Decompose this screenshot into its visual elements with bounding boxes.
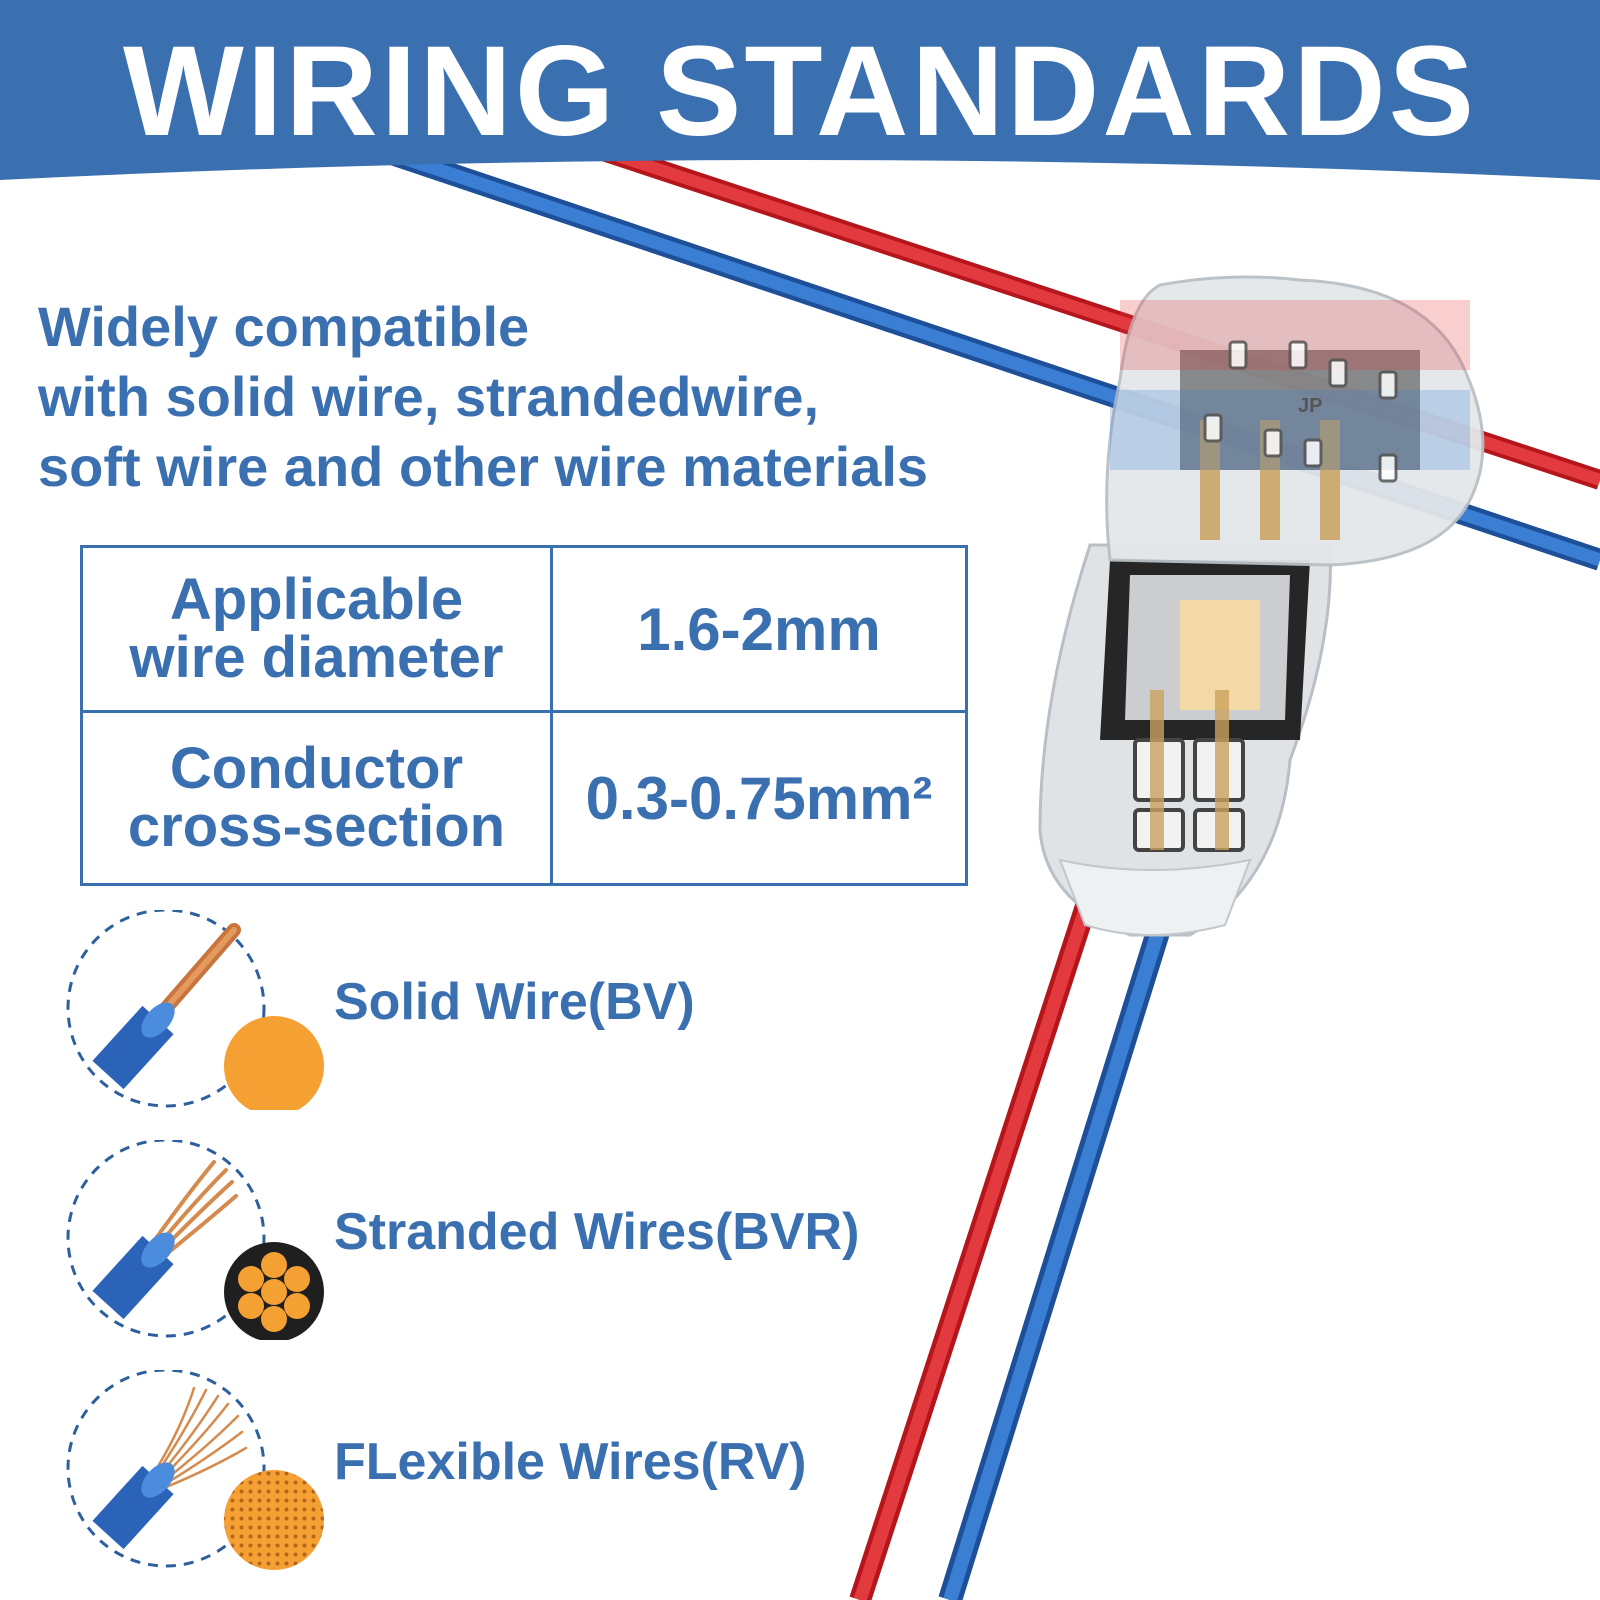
wire-type-label: Stranded Wires(BVR) [334, 1203, 860, 1261]
header-banner: WIRING STANDARDS [0, 0, 1600, 180]
page-title: WIRING STANDARDS [123, 20, 1477, 163]
wire-type-solid: Solid Wire(BV) [66, 910, 966, 1110]
tap-wires [849, 896, 1180, 1600]
banner-shape [0, 0, 1600, 180]
intro-line: Widely compatible [38, 295, 530, 358]
spec-table: Applicable wire diameter 1.6-2mm Conduct… [80, 545, 968, 886]
spec-label-line: Conductor [169, 736, 464, 801]
spec-label: Applicable wire diameter [80, 545, 553, 713]
spec-label-line: wire diameter [129, 625, 504, 690]
wire-type-label: FLexible Wires(RV) [334, 1433, 807, 1491]
intro-line: with solid wire, strandedwire, [38, 365, 820, 428]
wire-type-flexible: FLexible Wires(RV) [66, 1370, 966, 1570]
t-tap-wire-connector-icon: JP [1038, 275, 1485, 937]
table-row: Conductor cross-section 0.3-0.75mm² [80, 710, 968, 886]
wire-type-stranded: Stranded Wires(BVR) [66, 1140, 966, 1340]
spec-label: Conductor cross-section [80, 710, 553, 886]
spec-label-line: Applicable [169, 567, 464, 632]
intro-line: soft wire and other wire materials [38, 435, 929, 498]
spec-label-line: cross-section [127, 794, 506, 859]
stranded-wire-icon [66, 1140, 324, 1340]
compatibility-description: Widely compatible with solid wire, stran… [38, 292, 1038, 502]
spec-value: 1.6-2mm [550, 545, 968, 713]
flexible-wire-icon [66, 1370, 324, 1570]
connector-mark: JP [1298, 395, 1322, 417]
spec-value: 0.3-0.75mm² [550, 710, 968, 886]
solid-wire-icon [66, 910, 324, 1110]
table-row: Applicable wire diameter 1.6-2mm [80, 545, 968, 713]
wire-type-label: Solid Wire(BV) [334, 973, 695, 1031]
